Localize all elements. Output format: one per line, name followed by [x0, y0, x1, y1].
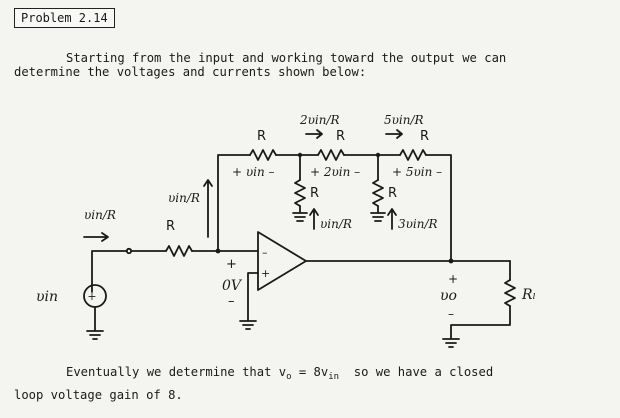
- node-plus: +: [226, 257, 237, 272]
- opamp-plus-label: +: [261, 267, 270, 280]
- shunt-r1-label: R: [310, 186, 319, 201]
- input-current-arrow: [83, 232, 109, 242]
- source-label: υin: [36, 289, 58, 305]
- shunt-current-2-label: 3υin/R: [398, 217, 438, 231]
- r1-label: R: [257, 129, 266, 144]
- top-current-2-label: 2υin/R: [299, 113, 340, 127]
- shunt-2-ground: [370, 205, 386, 222]
- resistor-r3: [399, 149, 427, 161]
- junction-input: [215, 248, 221, 254]
- output-ground: [442, 338, 460, 348]
- node-voltage-label: 0V: [222, 278, 243, 294]
- input-resistor: [165, 245, 193, 257]
- r1-drop-label: + υin –: [232, 165, 275, 179]
- input-resistor-label: R: [166, 219, 175, 234]
- load-wire-bottom: [450, 305, 511, 339]
- shunt-r2-label: R: [388, 186, 397, 201]
- op-amp: [257, 231, 307, 291]
- node-minus: –: [228, 294, 235, 309]
- intro-line-2: determine the voltages and currents show…: [14, 65, 367, 79]
- shunt-resistor-2: [372, 179, 384, 207]
- vout-label: υo: [440, 288, 457, 304]
- shunt-1-ground: [292, 205, 308, 222]
- shunt-current-arrow-2: [387, 208, 397, 230]
- feedback-right-wire: [425, 154, 452, 262]
- source-top-wire: [91, 250, 128, 293]
- r3-label: R: [420, 129, 429, 144]
- junction-output: [448, 258, 454, 264]
- conclusion-line-2: loop voltage gain of 8.: [14, 388, 183, 402]
- resistor-r1: [249, 149, 277, 161]
- r2-label: R: [336, 129, 345, 144]
- resistor-r2: [317, 149, 345, 161]
- top-current-arrow-2: [305, 129, 323, 139]
- problem-heading: Problem 2.14: [14, 8, 115, 28]
- shunt-current-1-label: υin/R: [320, 217, 352, 231]
- shunt-resistor-1: [294, 179, 306, 207]
- conclusion-text-post: so we have a closed: [339, 365, 494, 379]
- conclusion-text-mid: = 8v: [291, 365, 329, 379]
- load-resistor-label: Rₗ: [521, 287, 536, 303]
- shunt-current-arrow-1: [309, 208, 319, 230]
- source-polarity: +: [87, 290, 96, 303]
- conclusion-text-pre: Eventually we determine that v: [66, 365, 287, 379]
- conclusion-paragraph: Eventually we determine that vo = 8vin s…: [14, 363, 614, 404]
- r2-drop-label: + 2υin –: [310, 165, 360, 179]
- load-resistor: [504, 279, 516, 307]
- opamp-minus-label: –: [262, 246, 268, 259]
- r3-drop-label: + 5υin –: [392, 165, 442, 179]
- feedback-left-wire: [217, 154, 251, 252]
- top-current-3-label: 5υin/R: [384, 113, 424, 127]
- vout-plus: +: [448, 272, 458, 286]
- top-current-arrow-3: [385, 129, 403, 139]
- vert-current-label: υin/R: [168, 191, 200, 205]
- vo-subscript: o: [286, 372, 292, 382]
- input-current-label: υin/R: [84, 208, 116, 222]
- vert-current-arrow: [203, 179, 213, 238]
- junction-shunt-1: [297, 152, 303, 158]
- intro-line-1: Starting from the input and working towa…: [66, 51, 507, 65]
- vout-minus: –: [448, 307, 454, 321]
- opamp-plus-wire: [247, 272, 259, 321]
- junction-shunt-2: [375, 152, 381, 158]
- source-ground: [86, 330, 104, 340]
- opamp-ground: [239, 320, 257, 330]
- vin-subscript: in: [328, 372, 340, 382]
- intro-paragraph: Starting from the input and working towa…: [14, 51, 614, 79]
